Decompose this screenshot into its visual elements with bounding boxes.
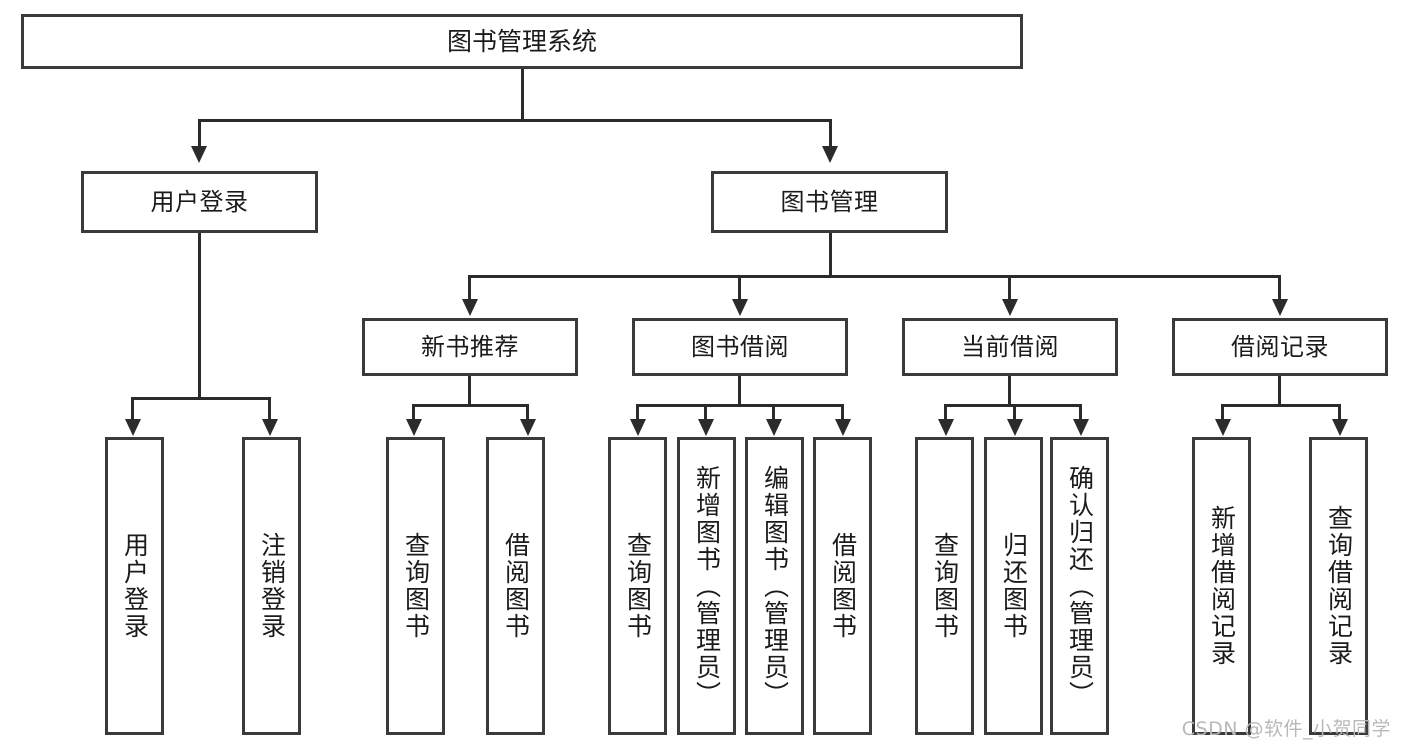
edge-book-mgmt-to-new-book-rec [468,275,471,299]
node-label: 确认归还（管理员） [1065,464,1095,708]
arrowhead-borrow-record [1272,299,1288,316]
arrowhead-leaf-query-book-a [406,419,422,436]
arrowhead-leaf-borrow-book-a [520,419,536,436]
edge-current-borrow-to-leaf2 [1013,404,1016,419]
node-leaf-query-book-b[interactable]: 查询图书 [608,437,667,735]
edge-book-mgmt-bus [468,275,1279,278]
edge-borrow-record-bus [1221,404,1341,407]
edge-book-borrow-to-leaf1 [636,404,639,419]
node-label: 归还图书 [999,532,1029,640]
arrowhead-leaf-query-book-c [938,419,954,436]
arrowhead-leaf-query-record [1332,419,1348,436]
edge-new-book-rec-bus [412,404,529,407]
edge-book-borrow-to-leaf4 [841,404,844,419]
arrowhead-book-borrow [732,299,748,316]
edge-current-borrow-to-leaf1 [944,404,947,419]
node-label: 查询图书 [401,532,431,640]
edge-user-login-to-leaf2 [268,397,271,419]
edge-book-mgmt-to-current-borrow [1008,275,1011,299]
node-current-borrowing[interactable]: 当前借阅 [902,318,1118,376]
node-label: 注销登录 [257,532,287,640]
edge-current-borrow-to-leaf3 [1079,404,1082,419]
node-leaf-user-logout[interactable]: 注销登录 [242,437,301,735]
node-label: 借阅图书 [828,532,858,640]
node-borrowing-record[interactable]: 借阅记录 [1172,318,1388,376]
edge-user-login-bus [131,397,270,400]
edge-new-book-rec-to-leaf2 [526,404,529,419]
arrowhead-leaf-confirm-return [1073,419,1089,436]
node-label: 用户登录 [120,532,150,640]
arrowhead-leaf-borrow-book-b [835,419,851,436]
node-label: 当前借阅 [961,333,1059,361]
edge-current-borrow-stem [1008,376,1011,406]
edge-book-borrow-bus [636,404,844,407]
node-book-management[interactable]: 图书管理 [711,171,948,233]
edge-book-mgmt-to-borrow-record [1278,275,1281,299]
node-label: 新增图书（管理员） [692,464,722,708]
edge-book-mgmt-stem [829,233,832,277]
node-label: 图书管理 [780,188,879,216]
edge-new-book-rec-to-leaf1 [412,404,415,419]
node-root-book-management-system[interactable]: 图书管理系统 [21,14,1023,69]
edge-borrow-record-stem [1278,376,1281,406]
edge-book-borrow-to-leaf2 [704,404,707,419]
node-leaf-confirm-return-admin[interactable]: 确认归还（管理员） [1050,437,1109,735]
node-leaf-borrow-book-b[interactable]: 借阅图书 [813,437,872,735]
edge-book-mgmt-to-book-borrow [738,275,741,299]
node-label: 新书推荐 [421,333,519,361]
node-leaf-add-book-admin[interactable]: 新增图书（管理员） [677,437,736,735]
node-new-book-recommendation[interactable]: 新书推荐 [362,318,578,376]
arrowhead-book-mgmt [822,146,838,163]
arrowhead-leaf-edit-book [766,419,782,436]
node-leaf-query-book-a[interactable]: 查询图书 [386,437,445,735]
node-leaf-edit-book-admin[interactable]: 编辑图书（管理员） [745,437,804,735]
node-leaf-return-book[interactable]: 归还图书 [984,437,1043,735]
arrowhead-leaf-user-login [125,419,141,436]
node-label: 新增借阅记录 [1207,505,1237,667]
node-label: 图书借阅 [691,333,789,361]
arrowhead-user-login [191,146,207,163]
arrowhead-current-borrow [1002,299,1018,316]
arrowhead-leaf-query-book-b [630,419,646,436]
edge-new-book-rec-stem [468,376,471,406]
arrowhead-leaf-add-record [1215,419,1231,436]
edge-user-login-stem [198,233,201,399]
node-label: 借阅记录 [1231,333,1329,361]
node-label: 查询图书 [623,532,653,640]
edge-root-to-book-mgmt [829,119,832,146]
arrowhead-leaf-user-logout [262,419,278,436]
node-leaf-borrow-book-a[interactable]: 借阅图书 [486,437,545,735]
edge-book-borrow-to-leaf3 [772,404,775,419]
node-label: 图书管理系统 [446,27,597,56]
edge-book-borrow-stem [738,376,741,406]
arrowhead-new-book-rec [462,299,478,316]
node-label: 编辑图书（管理员） [760,464,790,708]
node-leaf-user-login[interactable]: 用户登录 [105,437,164,735]
node-book-borrowing[interactable]: 图书借阅 [632,318,848,376]
node-label: 用户登录 [150,188,249,216]
node-leaf-query-book-c[interactable]: 查询图书 [915,437,974,735]
edge-root-stem [521,69,524,120]
node-label: 查询图书 [930,532,960,640]
node-label: 查询借阅记录 [1324,505,1354,667]
edge-user-login-to-leaf1 [131,397,134,419]
edge-borrow-record-to-leaf2 [1338,404,1341,419]
node-label: 借阅图书 [501,532,531,640]
node-user-login[interactable]: 用户登录 [81,171,318,233]
arrowhead-leaf-return-book [1007,419,1023,436]
csdn-watermark: CSDN @软件_小贺同学 [1181,718,1391,740]
edge-borrow-record-to-leaf1 [1221,404,1224,419]
edge-root-bus [198,119,832,122]
node-leaf-query-borrow-record[interactable]: 查询借阅记录 [1309,437,1368,735]
edge-root-to-user-login [198,119,201,146]
node-leaf-add-borrow-record[interactable]: 新增借阅记录 [1192,437,1251,735]
arrowhead-leaf-add-book [698,419,714,436]
